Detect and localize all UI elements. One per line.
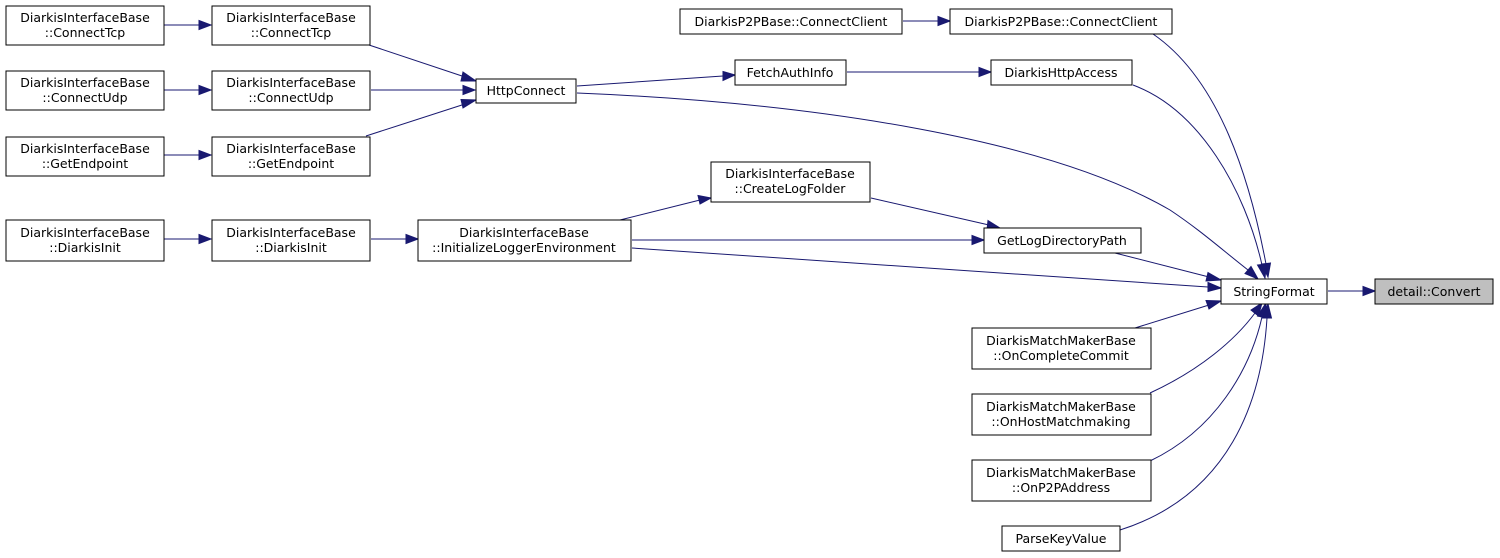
node-label-line1: DiarkisMatchMakerBase [986,333,1136,348]
node-label-line1: DiarkisMatchMakerBase [986,465,1136,480]
node-label: HttpConnect [487,83,566,98]
node-label-line2: ::OnHostMatchmaking [991,414,1130,429]
node-label: StringFormat [1233,284,1314,299]
edge-connectudp-to-httpconnect [371,84,477,96]
edge-initlogger-to-createlogfolder [619,194,713,221]
edge-connecttcp-to-connecttcp [164,19,213,31]
node-label-line2: ::OnP2PAddress [1012,480,1110,495]
node-ifb-diarkisinit[interactable]: DiarkisInterfaceBase ::DiarkisInit [5,219,165,262]
node-ifb-connectudp[interactable]: DiarkisInterfaceBase ::ConnectUdp [5,70,165,111]
node-getlogdirectorypath[interactable]: GetLogDirectoryPath [983,227,1142,254]
node-httpconnect[interactable]: HttpConnect [475,78,577,104]
node-label-line2: ::ConnectUdp [248,90,333,105]
node-label-line1: DiarkisMatchMakerBase [986,399,1136,414]
node-label-line1: DiarkisInterfaceBase [20,225,150,240]
node-mmb-onp2paddress[interactable]: DiarkisMatchMakerBase ::OnP2PAddress [971,459,1152,502]
node-mmb-onhostmatchmaking[interactable]: DiarkisMatchMakerBase ::OnHostMatchmakin… [971,393,1152,436]
node-label-line1: DiarkisInterfaceBase [20,75,150,90]
node-ifb-getendpoint-2[interactable]: DiarkisInterfaceBase ::GetEndpoint [211,136,371,177]
edge-getendpoint-to-getendpoint [164,149,213,161]
edge-connectudp-to-connectudp [164,84,213,96]
node-label: detail::Convert [1388,284,1481,299]
node-label-line1: DiarkisInterfaceBase [725,166,855,181]
node-ifb-diarkisinit-2[interactable]: DiarkisInterfaceBase ::DiarkisInit [211,219,371,262]
node-label-line1: DiarkisInterfaceBase [20,141,150,156]
node-detail-convert[interactable]: detail::Convert [1374,278,1494,305]
edges [164,15,1377,531]
node-label-line2: ::DiarkisInit [49,240,121,255]
node-label: DiarkisP2PBase::ConnectClient [695,14,888,29]
edge-getendpoint-to-httpconnect [365,98,478,137]
edge-stringformat-to-detailconvert [1328,285,1377,297]
edge-httpconnect-to-stringformat [576,92,1260,281]
node-label-line1: DiarkisInterfaceBase [226,10,356,25]
edge-diarkisinit-to-initlogger [371,233,420,245]
edge-getlogdirectorypath-to-stringformat [1114,252,1223,282]
edge-createlogfolder-to-getlogdirectorypath [870,197,1002,231]
edge-diarkishttpaccess-to-stringformat [1132,84,1268,280]
node-label: GetLogDirectoryPath [997,233,1127,248]
node-label: DiarkisHttpAccess [1004,65,1117,80]
node-p2p-connectclient[interactable]: DiarkisP2PBase::ConnectClient [679,8,903,35]
node-stringformat[interactable]: StringFormat [1220,278,1328,305]
node-label: FetchAuthInfo [747,65,834,80]
node-parsekeyvalue[interactable]: ParseKeyValue [1001,525,1121,552]
node-label-line2: ::GetEndpoint [42,156,128,171]
node-ifb-connectudp-2[interactable]: DiarkisInterfaceBase ::ConnectUdp [211,70,371,111]
node-label-line2: ::OnCompleteCommit [993,348,1129,363]
edge-initlogger-to-stringformat [631,247,1223,293]
node-label-line1: DiarkisInterfaceBase [459,225,589,240]
edge-connectclient-to-connectclient [903,15,952,27]
edge-fetchauthinfo-to-diarkishttpaccess [847,66,993,78]
node-label-line2: ::ConnectTcp [251,25,331,40]
node-ifb-getendpoint[interactable]: DiarkisInterfaceBase ::GetEndpoint [5,136,165,177]
node-label: DiarkisP2PBase::ConnectClient [965,14,1158,29]
node-mmb-oncompletecommit[interactable]: DiarkisMatchMakerBase ::OnCompleteCommit [971,327,1152,370]
edge-oncompletecommit-to-stringformat [1134,299,1223,329]
node-label-line1: DiarkisInterfaceBase [20,10,150,25]
nodes: DiarkisInterfaceBase ::ConnectTcp Diarki… [5,5,1494,552]
node-label-line2: ::GetEndpoint [248,156,334,171]
edge-diarkisinit-to-diarkisinit [164,233,213,245]
node-label-line2: ::InitializeLoggerEnvironment [432,240,616,255]
edge-initlogger-to-getlogdirectorypath [632,234,986,246]
edge-httpconnect-to-fetchauthinfo [576,70,737,87]
edge-parsekeyvalue-to-stringformat [1119,302,1273,531]
node-label-line2: ::ConnectUdp [42,90,127,105]
node-ifb-connecttcp-2[interactable]: DiarkisInterfaceBase ::ConnectTcp [211,5,371,46]
node-p2p-connectclient-2[interactable]: DiarkisP2PBase::ConnectClient [949,8,1173,35]
edge-onhostmatchmaking-to-stringformat [1149,301,1263,394]
node-label-line1: DiarkisInterfaceBase [226,141,356,156]
node-label: ParseKeyValue [1016,531,1107,546]
edge-onp2paddress-to-stringformat [1149,301,1268,462]
node-label-line2: ::ConnectTcp [45,25,125,40]
node-ifb-initializeloggerenvironment[interactable]: DiarkisInterfaceBase ::InitializeLoggerE… [417,219,632,262]
node-label-line2: ::CreateLogFolder [735,181,847,196]
node-label-line2: ::DiarkisInit [255,240,327,255]
edge-connecttcp-to-httpconnect [365,43,478,82]
node-label-line1: DiarkisInterfaceBase [226,75,356,90]
node-fetchauthinfo[interactable]: FetchAuthInfo [734,59,847,86]
node-diarkishttpaccess[interactable]: DiarkisHttpAccess [990,59,1133,86]
node-ifb-connecttcp[interactable]: DiarkisInterfaceBase ::ConnectTcp [5,5,165,46]
node-label-line1: DiarkisInterfaceBase [226,225,356,240]
node-ifb-createlogfolder[interactable]: DiarkisInterfaceBase ::CreateLogFolder [710,161,871,203]
